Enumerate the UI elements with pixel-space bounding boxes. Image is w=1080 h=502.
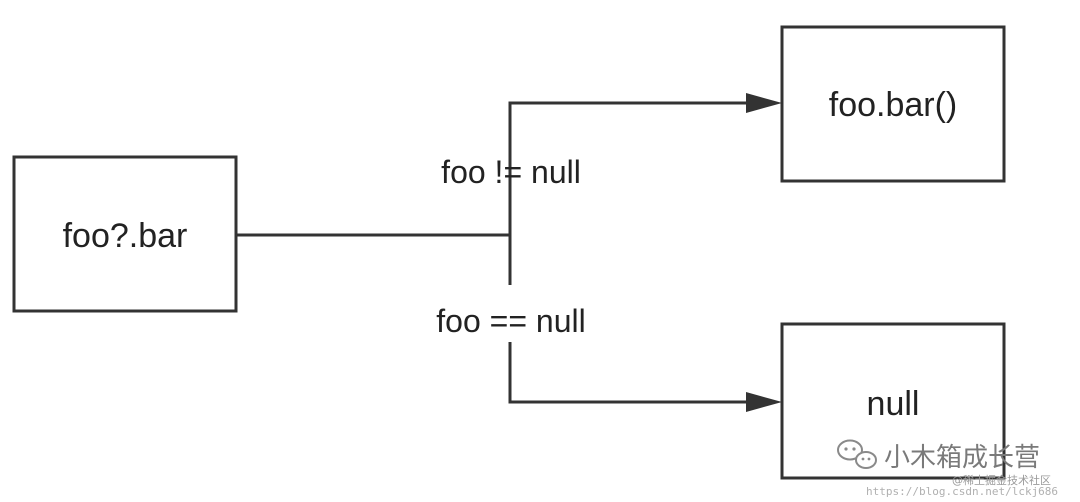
not-null-branch — [508, 101, 752, 196]
null-node: null — [780, 322, 1006, 480]
is-null-branch — [508, 342, 752, 404]
watermark-community: @稀土掘金技术社区 — [952, 473, 1051, 487]
source-box — [12, 155, 238, 313]
arrowhead-to-null — [746, 392, 782, 412]
null-label: null — [867, 385, 920, 423]
source-label: foo?.bar — [63, 217, 188, 255]
null-box — [780, 322, 1006, 480]
arrowhead-to-call — [746, 93, 782, 113]
watermark: 小木箱成长营 @稀土掘金技术社区 https://blog.csdn.net/l… — [837, 439, 1058, 498]
is-null-condition: foo == null — [436, 303, 585, 339]
call-node: foo.bar() — [780, 25, 1006, 183]
not-null-condition: foo != null — [441, 154, 581, 190]
call-box — [780, 25, 1006, 183]
watermark-url: https://blog.csdn.net/lckj686 — [866, 485, 1058, 498]
watermark-account: 小木箱成长营 — [884, 443, 1040, 473]
call-label: foo.bar() — [829, 86, 958, 124]
source-node: foo?.bar — [12, 155, 238, 313]
wechat-icon — [837, 439, 877, 469]
